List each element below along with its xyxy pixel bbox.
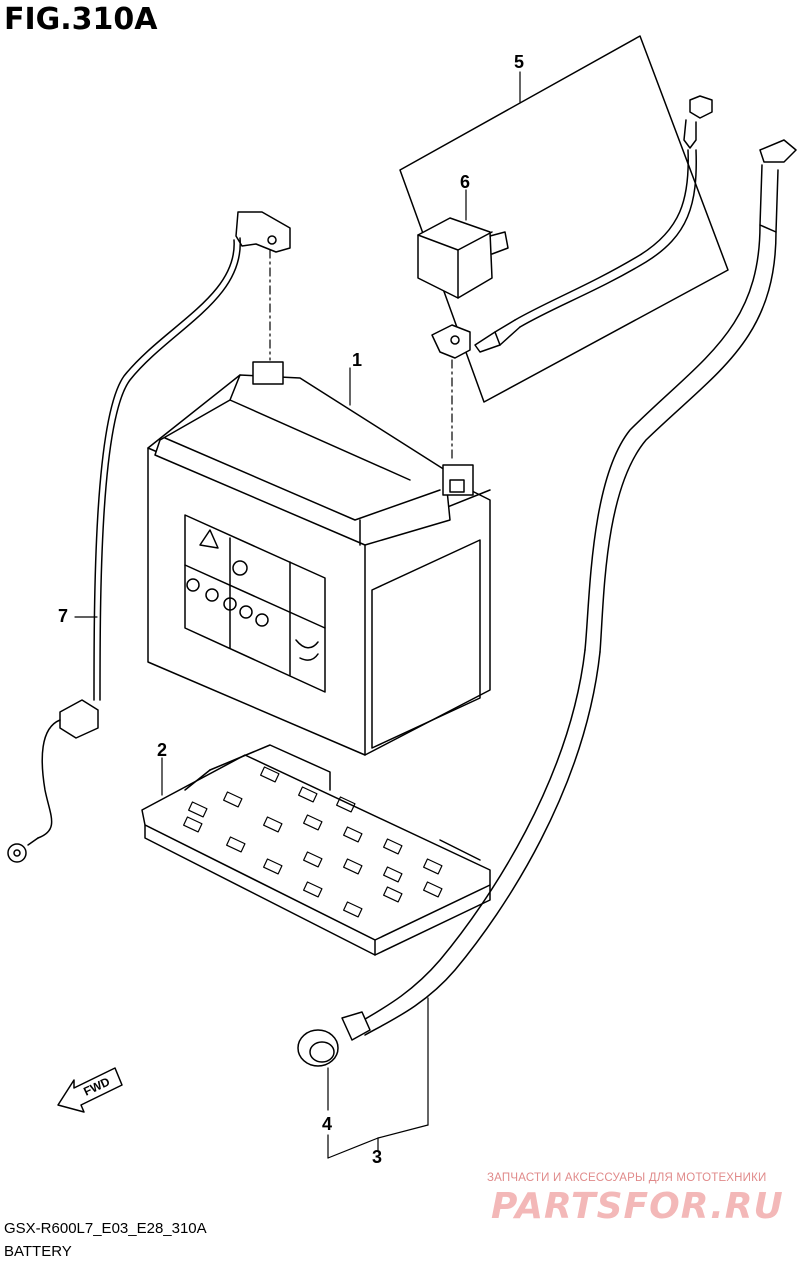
- watermark-tagline: ЗАПЧАСТИ И АКСЕССУАРЫ ДЛЯ МОТОТЕХНИКИ: [487, 1172, 767, 1184]
- callout-2: 2: [157, 740, 167, 760]
- watermark-logo: PARTSFOR.RU: [491, 1186, 784, 1227]
- callout-6: 6: [460, 172, 470, 192]
- battery-tray-part: [141, 744, 491, 956]
- callout-7: 7: [58, 606, 68, 626]
- callout-5: 5: [514, 52, 524, 72]
- kit-box-outline: [399, 35, 729, 403]
- model-code: GSX-R600L7_E03_E28_310A: [4, 1220, 207, 1237]
- starter-cable-part: [297, 139, 797, 1067]
- positive-cable-part: [431, 95, 713, 359]
- section-name: BATTERY: [4, 1243, 72, 1260]
- figure-title: FIG.310A: [4, 2, 158, 37]
- callout-1: 1: [352, 350, 362, 370]
- callout-4: 4: [322, 1114, 332, 1134]
- callout-3: 3: [372, 1147, 382, 1167]
- battery-part: [147, 361, 491, 756]
- negative-cable-part: [7, 211, 291, 863]
- fwd-arrow-icon: [57, 1067, 123, 1113]
- terminal-cover-part: [417, 217, 509, 299]
